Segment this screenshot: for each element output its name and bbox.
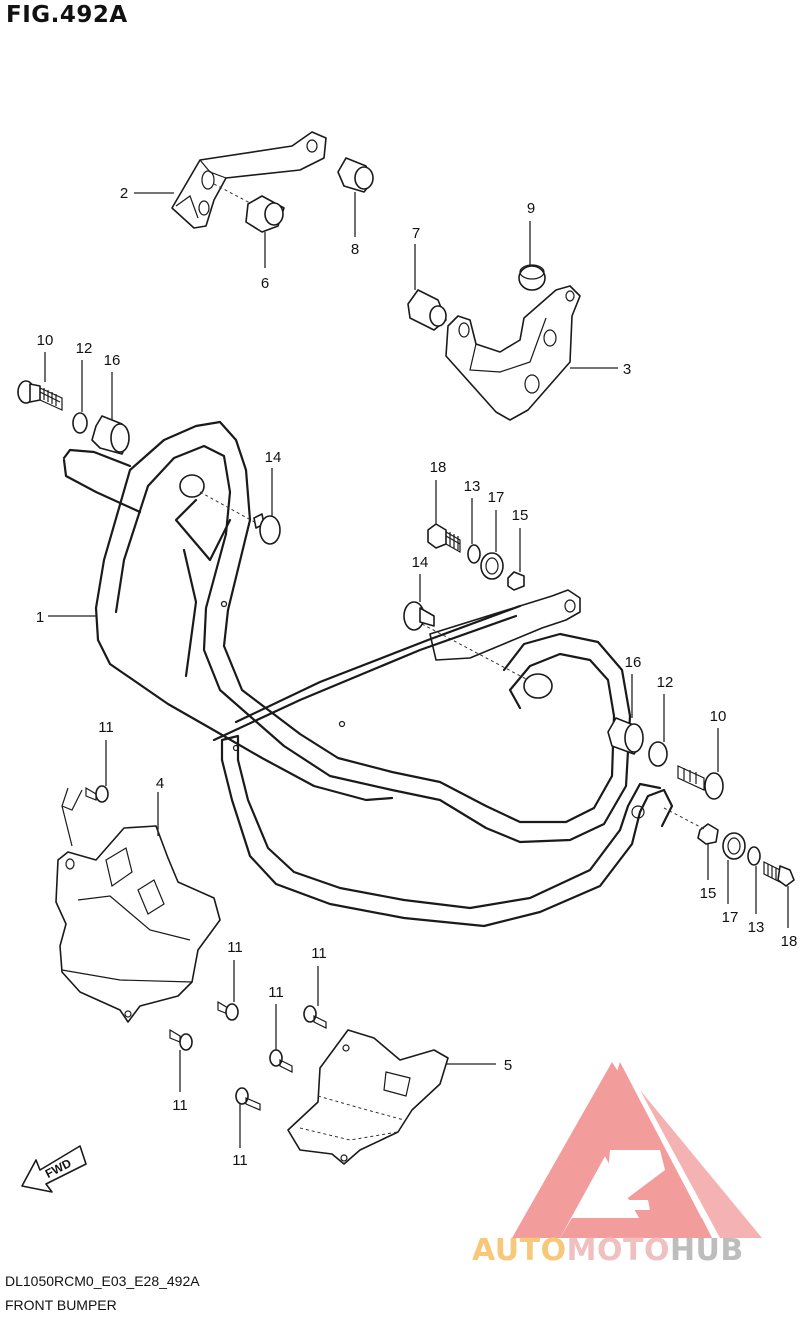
callout-3: 3 <box>623 361 631 378</box>
part-13-washer-right <box>747 846 761 866</box>
watermark-text-auto: AUTO <box>472 1233 567 1268</box>
figure-title: FIG.492A <box>6 2 128 28</box>
figure-caption: FRONT BUMPER <box>5 1297 117 1313</box>
part-16-damper-left <box>91 415 130 455</box>
callout-16-left: 16 <box>104 352 121 369</box>
callout-6: 6 <box>261 275 269 292</box>
callout-15-right: 15 <box>700 885 717 902</box>
callout-9: 9 <box>527 200 535 217</box>
callout-18-right: 18 <box>781 933 798 950</box>
part-11-bolt-e <box>269 1049 293 1073</box>
callout-14-right: 14 <box>412 554 429 571</box>
part-15-collar-right <box>697 823 719 845</box>
part-10-bolt-right <box>677 765 724 800</box>
callout-8: 8 <box>351 241 359 258</box>
model-code: DL1050RCM0_E03_E28_492A <box>5 1273 200 1289</box>
part-11-bolt-a <box>85 785 109 803</box>
part-6-spacer <box>213 183 285 233</box>
callout-4: 4 <box>156 775 164 792</box>
callout-17-upper: 17 <box>488 489 505 506</box>
leader-lines <box>44 192 789 1148</box>
callout-1: 1 <box>36 609 44 626</box>
part-7-spacer <box>407 289 447 331</box>
callout-14-left: 14 <box>265 449 282 466</box>
part-8-bushing <box>337 157 374 193</box>
callout-2: 2 <box>120 185 128 202</box>
watermark-text-moto: MOTO <box>566 1233 670 1268</box>
part-16-damper-right <box>607 717 644 755</box>
callout-12-right: 12 <box>657 674 674 691</box>
part-11-bolt-d <box>303 1005 327 1029</box>
part-14-collar-right <box>403 601 435 631</box>
part-2-bracket <box>171 131 327 229</box>
callout-10-right: 10 <box>710 708 727 725</box>
part-14-collar-left <box>253 513 281 545</box>
callout-15-upper: 15 <box>512 507 529 524</box>
callout-11-e: 11 <box>172 1097 188 1114</box>
watermark-logo-triangle <box>512 1062 762 1238</box>
callout-13-upper: 13 <box>464 478 481 495</box>
callout-17-right: 17 <box>722 909 739 926</box>
part-17-damper-upper <box>480 552 504 580</box>
callout-11-d: 11 <box>268 984 284 1001</box>
part-11-bolt-b <box>217 1000 239 1021</box>
watermark-text-hub: HUB <box>669 1233 744 1268</box>
callout-7: 7 <box>412 225 420 242</box>
part-10-bolt-left <box>17 380 63 411</box>
fwd-arrow-icon: FWD <box>21 1145 87 1193</box>
part-13-washer-upper <box>467 544 481 564</box>
part-17-damper-right <box>722 832 746 860</box>
callout-11-c: 11 <box>311 945 327 962</box>
part-12-washer-left <box>72 412 88 434</box>
part-11-bolt-f <box>235 1087 261 1111</box>
part-18-bolt-right <box>763 861 795 887</box>
part-15-collar-upper <box>507 571 525 591</box>
watermark-wordmark: AUTOMOTOHUB <box>472 1233 744 1268</box>
callout-16-right: 16 <box>625 654 642 671</box>
callout-18-upper: 18 <box>430 459 447 476</box>
callout-12-left: 12 <box>76 340 93 357</box>
part-12-washer-right <box>648 741 668 767</box>
callout-5: 5 <box>504 1057 512 1074</box>
callout-11-f: 11 <box>232 1152 248 1169</box>
part-1-bumper-frame <box>62 420 674 928</box>
part-4-guard-plate <box>55 787 221 1023</box>
callout-11-a: 11 <box>98 719 114 736</box>
part-18-bolt-upper <box>427 523 461 554</box>
part-11-bolt-c <box>169 1028 193 1051</box>
callout-13-right: 13 <box>748 919 765 936</box>
part-5-guard-plate <box>287 1029 449 1165</box>
callout-11-b: 11 <box>227 939 243 956</box>
part-3-bracket <box>445 285 581 421</box>
part-9-collar <box>518 264 546 291</box>
callout-10-left: 10 <box>37 332 54 349</box>
callout-labels: 1 2 3 4 5 6 7 8 9 10 10 11 11 11 11 11 1… <box>36 185 798 1169</box>
